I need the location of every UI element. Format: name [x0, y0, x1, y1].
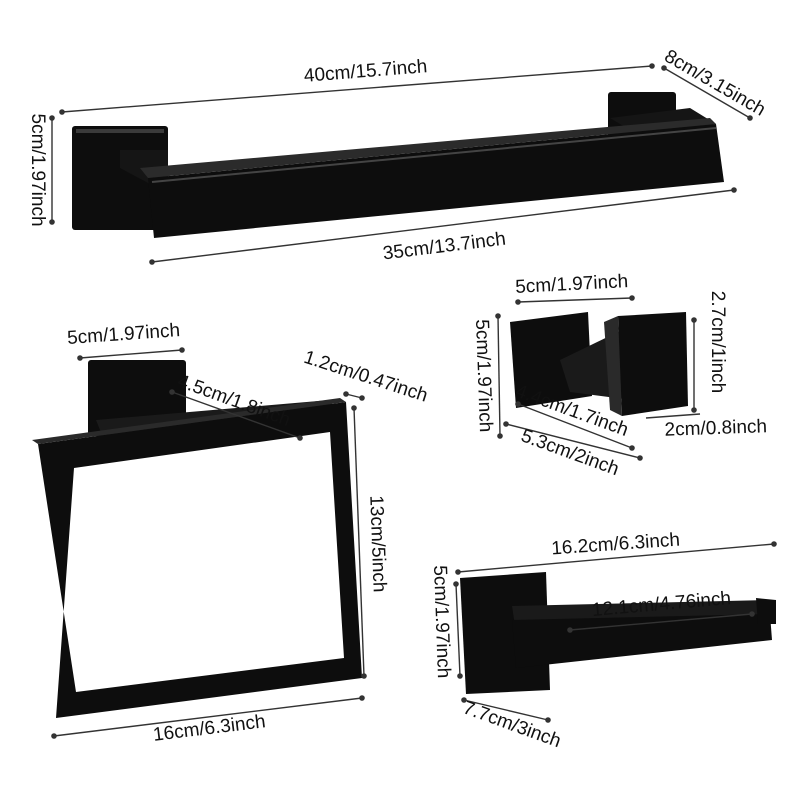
robe-hook-hook-height-label: 2.7cm/1inch: [707, 291, 728, 393]
dim-towel-bar-projection: 8cm/3.15inch: [661, 46, 769, 121]
towel-ring-frame: [38, 402, 362, 718]
dim-robe-hook-hook-height: 2.7cm/1inch: [691, 291, 728, 413]
dim-towel-ring-tube-width: 1.2cm/0.47inch: [301, 347, 430, 407]
toilet-paper-holder: 16.2cm/6.3inch 5cm/1.97inch 12.1cm/4.76i…: [429, 530, 777, 752]
mount-highlight: [76, 129, 164, 133]
rail-highlight: [151, 127, 717, 183]
towel-ring: 5cm/1.97inch 4.5cm/1.8inch 1.2cm/0.47inc…: [32, 320, 430, 746]
dim-robe-hook-base-height: 5cm/1.97inch: [471, 313, 503, 439]
hook-end-side: [604, 316, 622, 416]
tp-base-height-label: 5cm/1.97inch: [429, 565, 454, 679]
tp-holder-arm-front: [512, 614, 772, 668]
tp-total-length-label: 16.2cm/6.3inch: [551, 530, 681, 560]
dim-tp-base-height: 5cm/1.97inch: [429, 565, 463, 679]
towel-bar-rail-top: [140, 118, 716, 178]
towel-ring-tube-width-label: 1.2cm/0.47inch: [301, 347, 430, 407]
dim-robe-hook-base-width: 5cm/1.97inch: [515, 271, 635, 305]
towel-ring-ring-height-label: 13cm/5inch: [365, 495, 389, 593]
towel-bar-projection-label: 8cm/3.15inch: [661, 46, 769, 121]
robe-hook-base-height-label: 5cm/1.97inch: [471, 319, 496, 433]
tp-projection-label: 7.7cm/3inch: [460, 697, 563, 752]
robe-hook-hook-width-label: 2cm/0.8inch: [664, 416, 767, 441]
dim-tp-projection: 7.7cm/3inch: [460, 697, 564, 752]
dim-robe-hook-hook-width: 2cm/0.8inch: [645, 413, 767, 441]
towel-ring-frame-edge: [32, 398, 346, 444]
towel-bar-rail: [148, 124, 724, 238]
robe-hook-end: [618, 312, 688, 416]
towel-bar-base-height-label: 5cm/1.97inch: [27, 113, 48, 226]
towel-bar-total-length-label: 40cm/15.7inch: [303, 56, 428, 87]
towel-bar-bar-length-label: 35cm/13.7inch: [382, 229, 507, 265]
towel-ring-base-width-label: 5cm/1.97inch: [67, 320, 181, 349]
dim-towel-bar-base-height: 5cm/1.97inch: [27, 113, 55, 227]
dim-towel-bar-total-length: 40cm/15.7inch: [59, 56, 655, 115]
robe-hook: 5cm/1.97inch 5cm/1.97inch 2.7cm/1inch 4.…: [471, 271, 767, 480]
dim-towel-ring-ring-height: 13cm/5inch: [351, 405, 390, 679]
dim-tp-total-length: 16.2cm/6.3inch: [455, 530, 777, 575]
towel-bar: 40cm/15.7inch 8cm/3.15inch 5cm/1.97inch …: [27, 46, 769, 265]
robe-hook-base-width-label: 5cm/1.97inch: [515, 271, 629, 298]
tp-holder-lip: [756, 598, 776, 624]
dim-towel-ring-base-width: 5cm/1.97inch: [67, 320, 185, 361]
